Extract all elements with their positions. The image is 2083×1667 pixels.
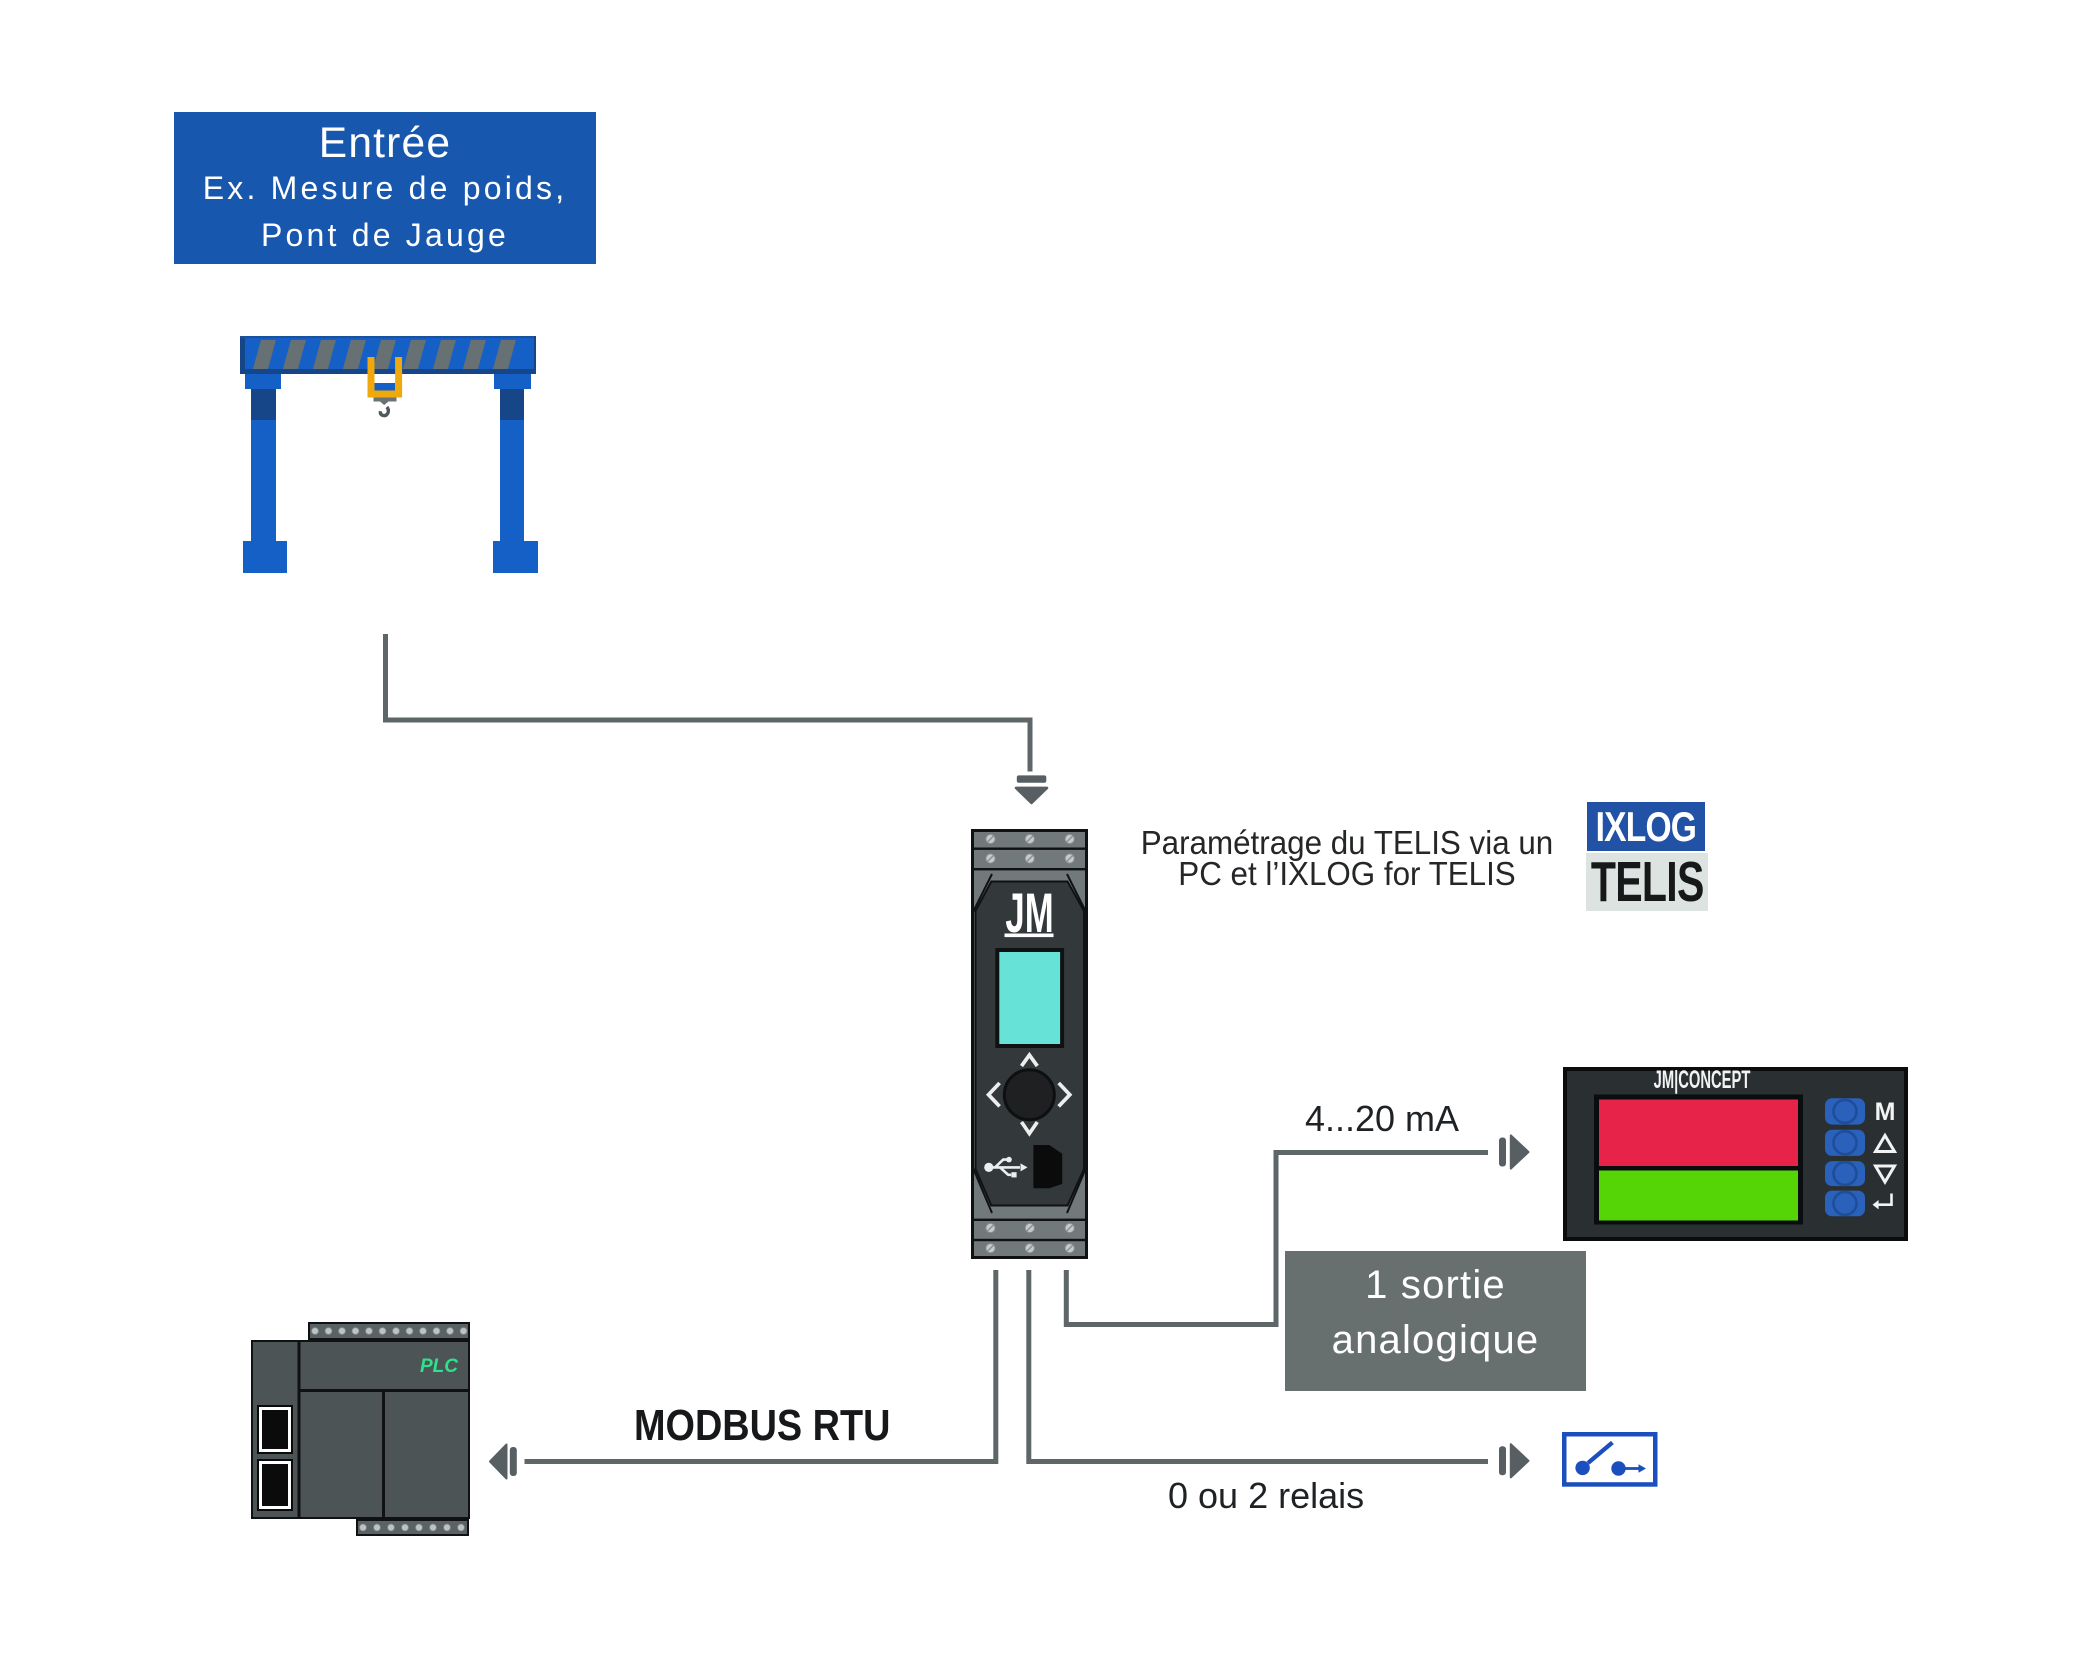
svg-text:M: M bbox=[1875, 1098, 1896, 1126]
svg-text:JM|CONCEPT: JM|CONCEPT bbox=[1654, 1067, 1751, 1094]
svg-text:PLC: PLC bbox=[420, 1356, 458, 1377]
